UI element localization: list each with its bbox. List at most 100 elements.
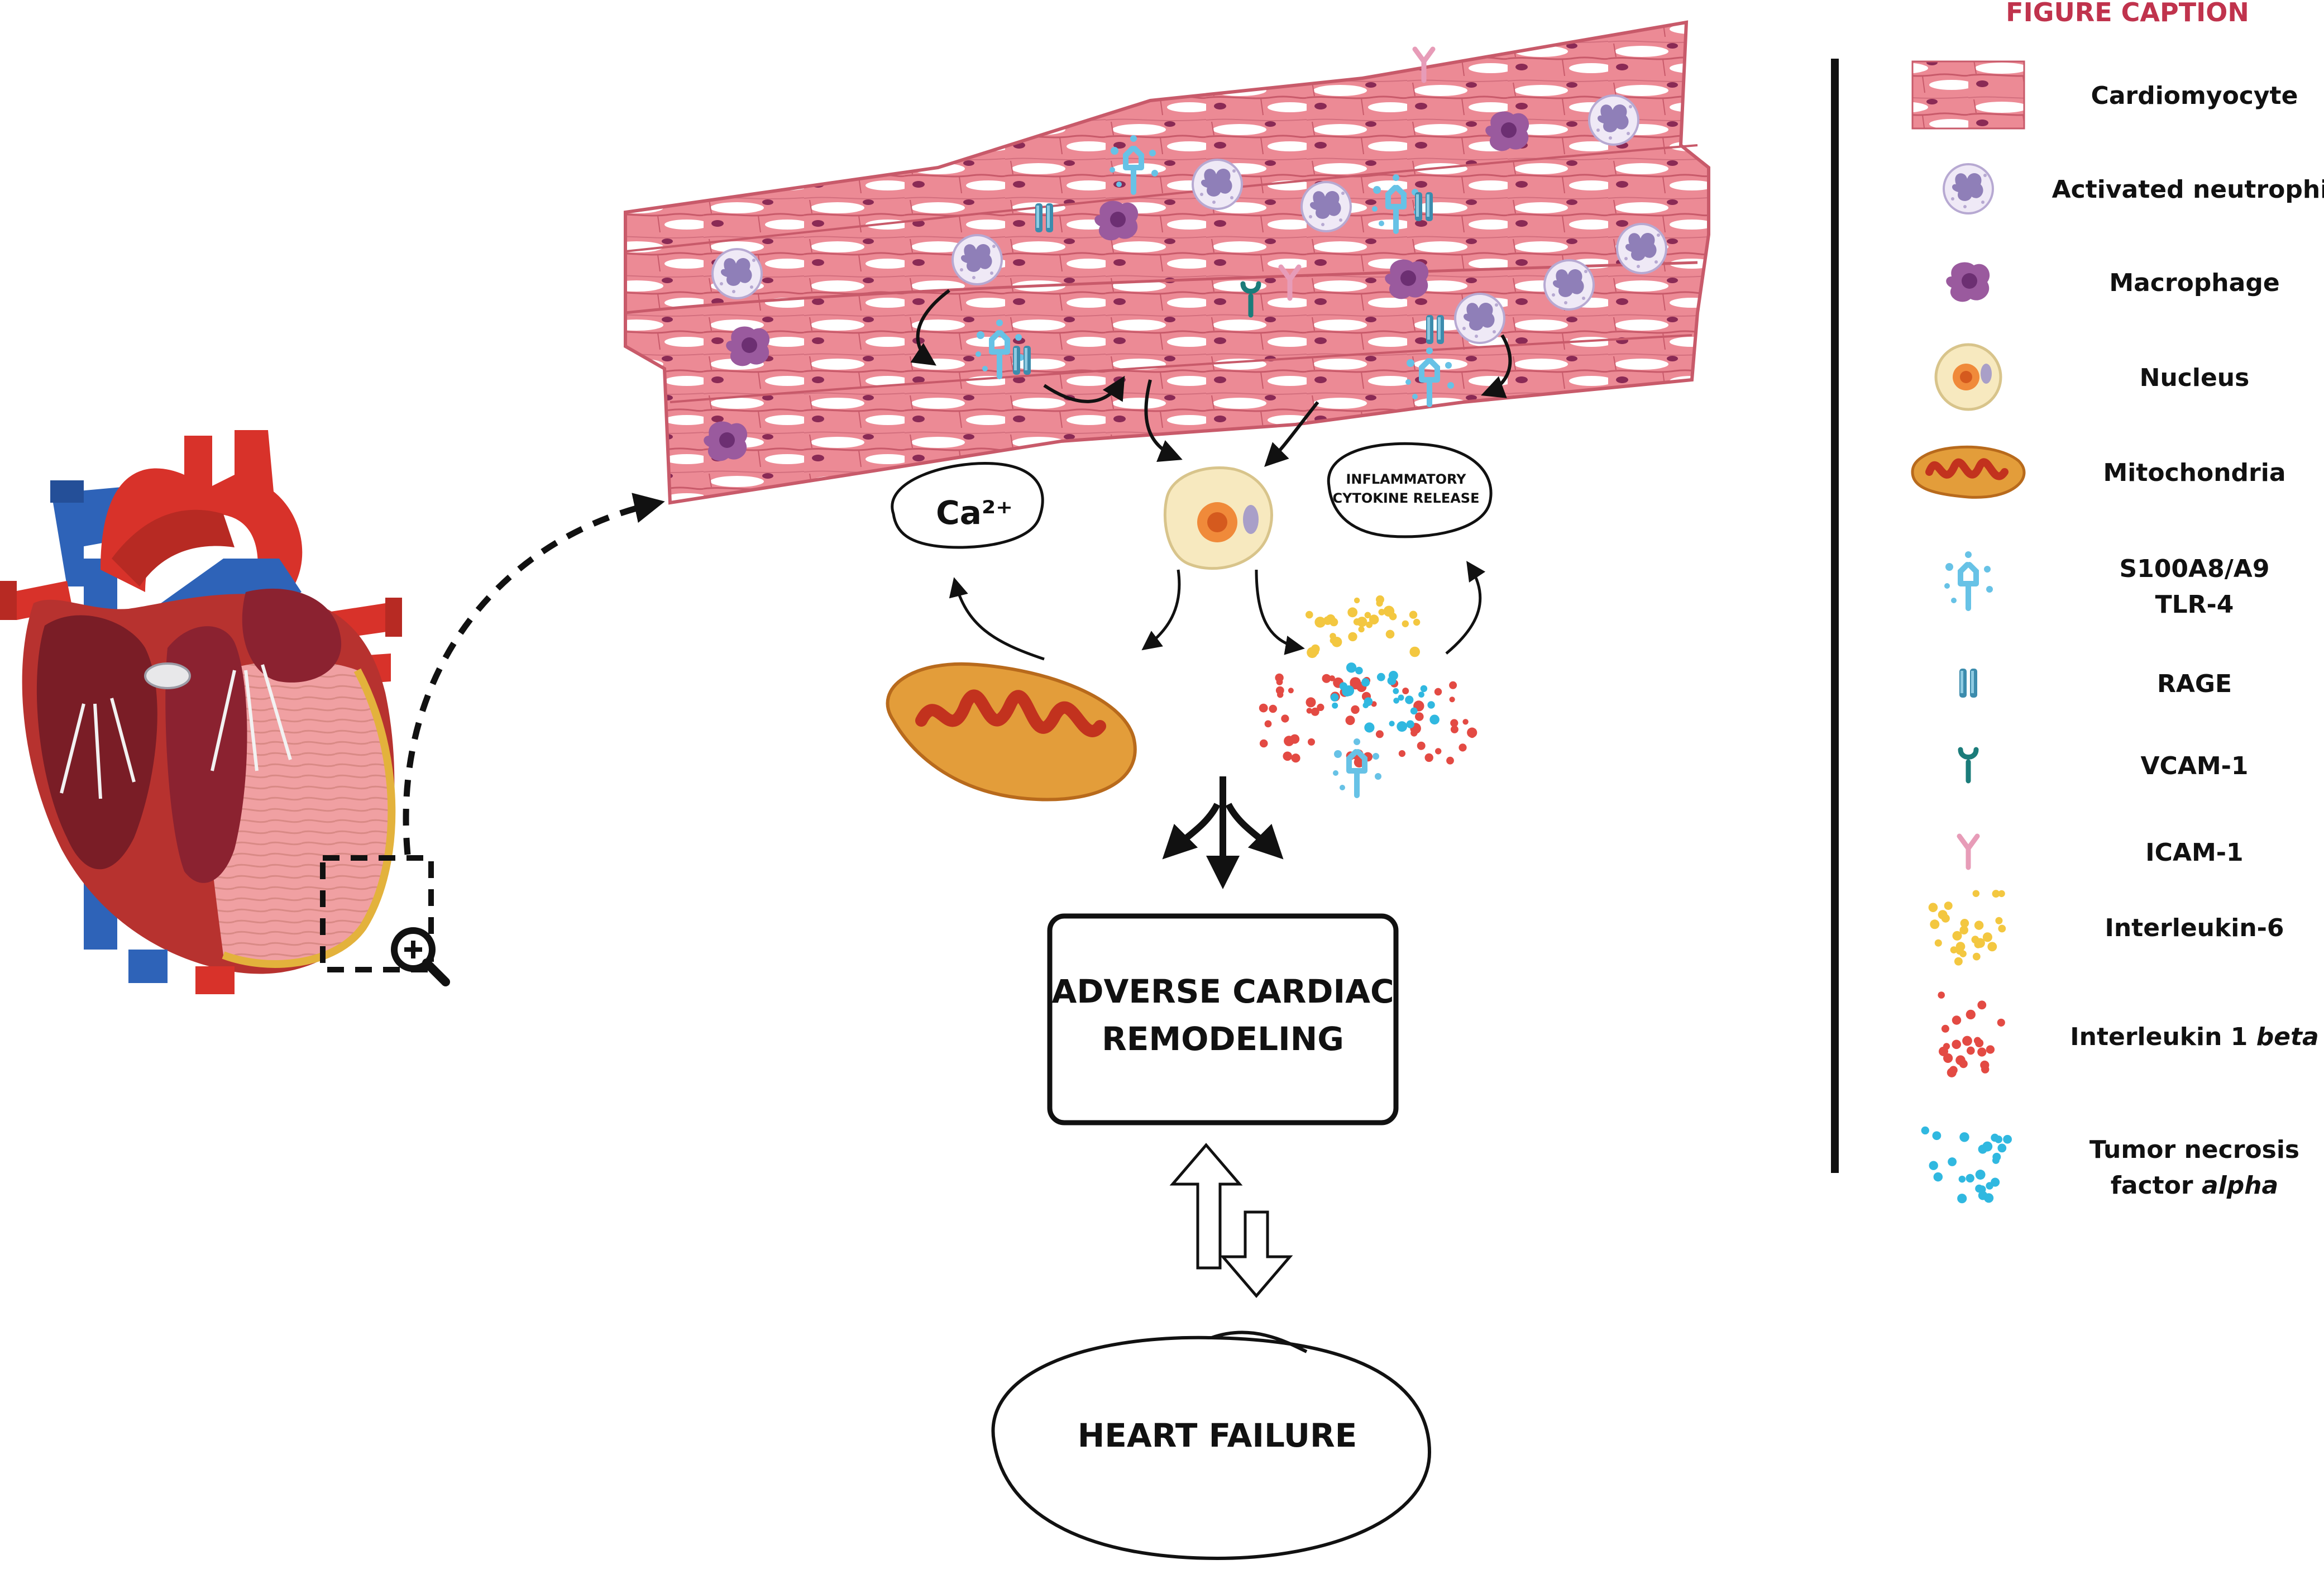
legend-item: Activated neutrophil — [1943, 163, 2324, 214]
tissue-arrows — [910, 289, 1512, 467]
cytokine-dot — [1469, 731, 1476, 738]
legend-item: ICAM-1 — [1959, 836, 2244, 867]
cytokine-dot — [1339, 682, 1348, 690]
adverse-remodeling-box: ADVERSE CARDIAC REMODELING — [1047, 913, 1399, 1125]
legend-item: Mitochondria — [1911, 445, 2286, 499]
cytokine-dot — [1306, 697, 1316, 708]
legend-label-line2: factor alpha — [2111, 1171, 2279, 1200]
cytokine-dot — [1354, 757, 1365, 768]
cytokine-dot — [1350, 677, 1361, 688]
cytokine-dot — [1387, 676, 1397, 685]
cytokine-dot — [1409, 610, 1418, 619]
cytokine-dot — [1450, 725, 1459, 733]
cytokine-dot — [1317, 703, 1324, 711]
legend-label: Cardiomyocyte — [2091, 82, 2298, 110]
legend-label: S100A8/A9 — [2120, 555, 2270, 583]
cytokine-dot — [1462, 719, 1469, 725]
mitochondria-center — [886, 662, 1137, 802]
rage-icon — [1959, 669, 1977, 698]
cytokine-dot — [1331, 637, 1342, 647]
cytokine-dot — [1402, 688, 1409, 694]
cytokine-dot — [1288, 688, 1294, 694]
cytokine-dot — [1434, 688, 1442, 696]
remodeling-line2: REMODELING — [1102, 1020, 1344, 1058]
tnf-alpha-icon — [1921, 1126, 2012, 1204]
legend-label: Tumor necrosis — [2089, 1136, 2299, 1164]
ca-ion-node: Ca²⁺ — [891, 462, 1044, 549]
cytokine-release-node: INFLAMMATORY CYTOKINE RELEASE — [1327, 442, 1493, 538]
cytokine-dot — [1345, 716, 1355, 726]
cytokine-dot — [1413, 618, 1421, 626]
legend-label: Macrophage — [2109, 269, 2279, 297]
cytokine-dot — [1410, 707, 1418, 715]
cytokine-dot — [1369, 614, 1379, 624]
cytokine-dot — [1420, 685, 1428, 693]
legend-item: Nucleus — [1934, 343, 2249, 411]
cytokine-dot — [1398, 694, 1404, 701]
legend-item: VCAM-1 — [1960, 750, 2249, 781]
interleukin-1-beta-icon — [1938, 991, 2005, 1077]
cardiomyocyte-tissue — [624, 20, 1710, 505]
converging-arrows — [1162, 776, 1284, 889]
cytokine-dot — [1332, 702, 1338, 709]
cytokine-dot — [1398, 750, 1405, 757]
cytokine-dot — [1429, 714, 1440, 725]
mitochondria-icon — [1911, 445, 2026, 499]
cytokine-dot — [1306, 610, 1313, 619]
cytokine-dot — [1406, 720, 1414, 728]
cytokine-dot — [1306, 708, 1312, 714]
cytokine-dot — [1393, 688, 1399, 694]
s100a8-a9-tlr4-icon — [1944, 551, 1993, 608]
cytokine-dot — [1269, 704, 1277, 713]
cytokine-dot — [1284, 736, 1294, 746]
cytokine-dot — [1346, 662, 1357, 673]
cytokine-dot — [1376, 672, 1385, 681]
cytokine-dot — [1449, 697, 1455, 703]
legend-title: FIGURE CAPTION — [2006, 0, 2249, 27]
cytokine-dot — [1402, 620, 1409, 628]
cytokine-dot — [1376, 599, 1383, 607]
cytokine-dot — [1415, 712, 1424, 721]
cytokine-dot — [1446, 756, 1454, 765]
cytokine-dot — [1450, 719, 1459, 727]
cytokine-dot — [1291, 753, 1300, 763]
cytokine-dot — [1364, 722, 1375, 733]
legend-label: Activated neutrophil — [2052, 175, 2324, 204]
cytokine-dot — [1383, 605, 1395, 617]
legend-item: Tumor necrosis factor alpha — [1921, 1126, 2299, 1204]
cytokine-dot — [1427, 701, 1435, 709]
cytokine-dot — [1362, 702, 1369, 708]
cardiomyocyte-icon — [1911, 60, 2025, 130]
cytokine-dot — [1355, 666, 1363, 675]
nucleus-icon — [1934, 343, 2002, 411]
cytokine-dot — [1353, 618, 1361, 626]
vcam1-icon — [1960, 750, 1976, 781]
cytokine-dot — [1449, 681, 1457, 689]
cytokine-dot — [1314, 617, 1326, 628]
cytokine-dot — [1351, 705, 1360, 714]
cytokine-dot — [1389, 721, 1395, 727]
cytokine-dot — [1409, 646, 1420, 657]
legend-item: Interleukin-6 — [1928, 890, 2284, 966]
cytokine-dot — [1375, 730, 1384, 738]
middle-arrows — [949, 561, 1486, 661]
cytokine-dot — [1405, 695, 1414, 704]
legend-label: Mitochondria — [2103, 459, 2285, 487]
legend-item: RAGE — [1959, 669, 2232, 698]
bidirectional-arrow — [1169, 1143, 1293, 1298]
macrophage-icon — [1946, 262, 1990, 302]
cytokine-dot — [1364, 612, 1371, 619]
cytokine-dot — [1397, 721, 1408, 732]
cytokine-dot — [1308, 738, 1315, 746]
cytokine-dot — [1358, 626, 1365, 633]
legend-label: Interleukin-6 — [2105, 914, 2284, 942]
cytokine-dot — [1322, 674, 1331, 683]
cytokine-label-line1: INFLAMMATORY — [1346, 471, 1466, 487]
legend-label: VCAM-1 — [2140, 752, 2248, 780]
legend-label: RAGE — [2157, 670, 2232, 698]
legend-item: Interleukin 1 beta — [1938, 991, 2319, 1077]
cytokine-dot — [1393, 698, 1399, 704]
heart-failure-node: HEART FAILURE — [991, 1330, 1432, 1561]
